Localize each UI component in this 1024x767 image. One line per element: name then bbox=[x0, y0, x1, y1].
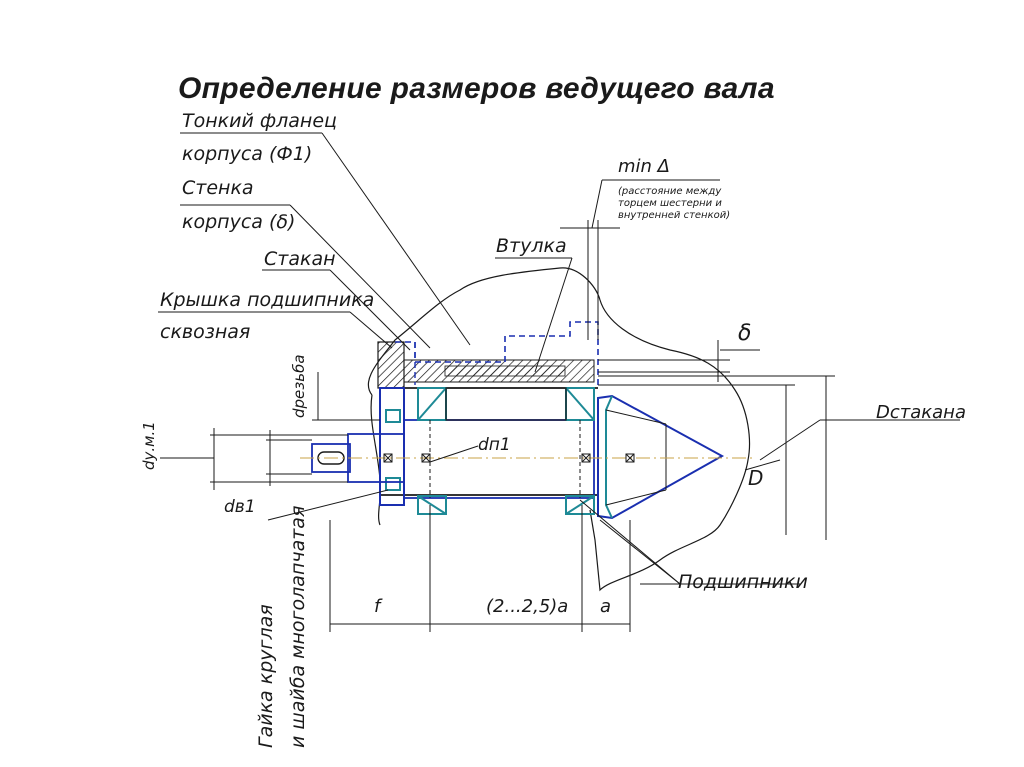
d-stakana-label: Dстакана bbox=[876, 402, 966, 423]
vtulka-label: Втулка bbox=[496, 235, 567, 257]
stakan-label: Стакан bbox=[264, 248, 336, 270]
cover-label-1: Крышка подшипника bbox=[160, 289, 374, 311]
d-v1-label: dв1 bbox=[224, 497, 256, 517]
d-um1-label: dу.м.1 bbox=[140, 421, 158, 470]
d-p1-label: dп1 bbox=[478, 435, 511, 455]
wall-label-2: корпуса (δ) bbox=[182, 211, 295, 233]
thin-flange-label-1: Тонкий фланец bbox=[182, 110, 337, 132]
housing-flange-hatch bbox=[377, 341, 405, 389]
min-delta-note-1: (расстояние между bbox=[618, 186, 722, 197]
housing-break-line bbox=[367, 267, 751, 592]
delta-label: δ bbox=[738, 321, 751, 346]
stakan-outline bbox=[395, 321, 599, 385]
min-delta-label: min Δ bbox=[618, 156, 670, 177]
podshipniki-label: Подшипники bbox=[678, 571, 808, 593]
dim-mid-label: (2...2,5)a bbox=[486, 596, 568, 617]
dim-f-label: f bbox=[374, 596, 383, 617]
dim-a-label: a bbox=[600, 596, 611, 617]
min-delta-note-3: внутренней стенкой) bbox=[618, 210, 730, 221]
shaft-body bbox=[403, 419, 595, 499]
thin-flange-label-2: корпуса (Ф1) bbox=[182, 143, 312, 165]
d-label: D bbox=[748, 466, 763, 490]
min-delta-note-2: торцем шестерни и bbox=[618, 198, 722, 209]
wall-label-1: Стенка bbox=[182, 177, 254, 199]
bushing-hatch bbox=[444, 365, 566, 377]
d-rezba-label: dрезьба bbox=[290, 354, 308, 418]
page-title: Определение размеров ведущего вала bbox=[178, 72, 775, 105]
nut-label-1: Гайка круглая bbox=[255, 604, 277, 748]
bushing bbox=[445, 387, 567, 421]
bearing-left bbox=[417, 387, 447, 515]
cover-label-2: сквозная bbox=[160, 321, 250, 343]
nut-label-2: и шайба многолапчатая bbox=[287, 506, 309, 748]
pinion-cone bbox=[597, 394, 725, 520]
